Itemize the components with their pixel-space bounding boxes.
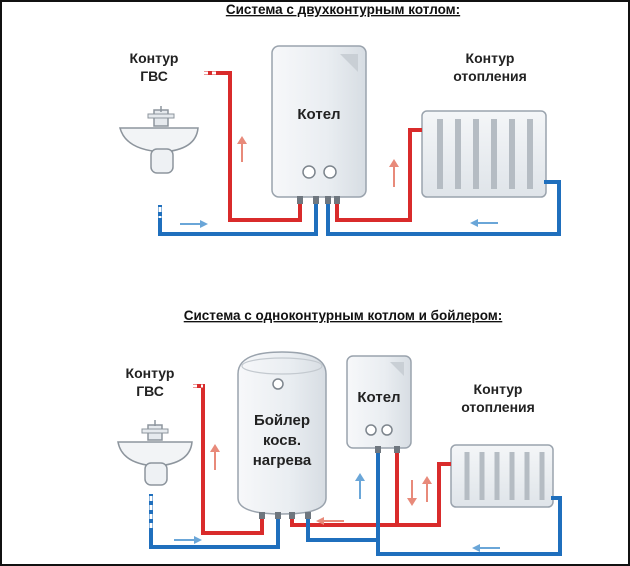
bottom-heating-return-pipe <box>376 496 562 556</box>
wall-boiler-icon <box>346 355 412 449</box>
tank-coil-return-pipe <box>306 450 380 542</box>
bottom-system: Система с одноконтурным котлом и бойлеро… <box>117 308 562 556</box>
tank-label-2: косв. <box>263 432 301 449</box>
tank-label-1: Бойлер <box>254 412 310 429</box>
tank-label-3: нагрева <box>253 452 312 469</box>
top-heating-label-1: Контур <box>466 50 515 66</box>
radiator-icon <box>421 110 547 198</box>
top-dhw-hot-pipe <box>204 71 302 222</box>
top-title: Система с двухконтурным котлом: <box>226 2 460 17</box>
sink-icon <box>117 420 193 486</box>
top-heating-supply-pipe <box>335 128 422 222</box>
bottom-heating-label-1: Контур <box>474 381 523 397</box>
bottom-boiler-label: Котел <box>357 389 400 406</box>
top-boiler-label: Котел <box>297 106 340 123</box>
bottom-dhw-label-1: Контур <box>126 365 175 381</box>
top-system: Система с двухконтурным котлом: Контур Г… <box>119 2 561 236</box>
bottom-heating-label-2: отопления <box>461 399 535 415</box>
top-heating-return-pipe <box>326 180 561 236</box>
sink-icon <box>119 106 199 174</box>
radiator-icon <box>450 444 554 508</box>
top-cold-inlet-pipe <box>158 200 318 236</box>
flow-arrow-icon <box>180 136 498 228</box>
bottom-title: Система с одноконтурным котлом и бойлеро… <box>184 308 503 323</box>
bottom-dhw-label-2: ГВС <box>136 383 164 399</box>
wall-boiler-icon <box>271 45 367 198</box>
flow-arrow-icon <box>174 444 500 552</box>
top-dhw-label-2: ГВС <box>140 68 168 84</box>
top-dhw-label-1: Контур <box>130 50 179 66</box>
water-tank-icon <box>237 351 327 515</box>
tank-coil-supply-pipe <box>290 450 399 527</box>
top-heating-label-2: отопления <box>453 68 527 84</box>
bottom-cold-inlet-pipe <box>149 494 280 549</box>
bottom-dhw-hot-pipe <box>193 384 264 535</box>
bottom-heating-supply-pipe <box>397 462 451 527</box>
